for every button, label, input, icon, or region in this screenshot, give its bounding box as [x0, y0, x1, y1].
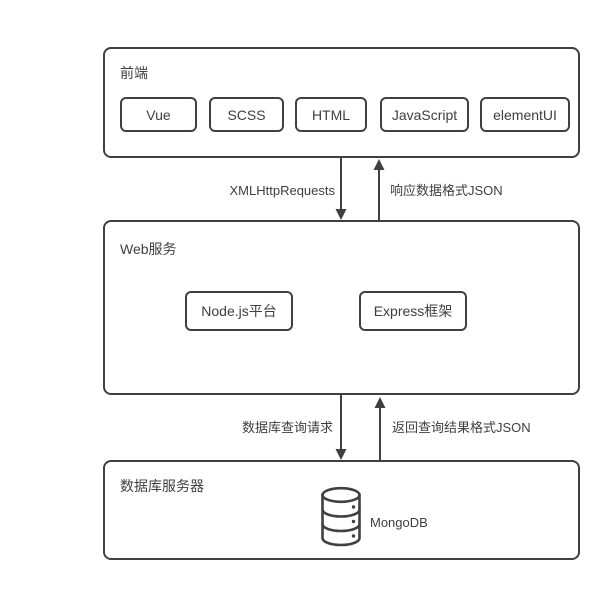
arrow-response-json-up	[373, 159, 385, 220]
arrow-label-response-json: 响应数据格式JSON	[390, 183, 503, 198]
web-service-tier-box: Web服务 Node.js平台 Express框架	[103, 220, 580, 395]
tech-box-vue-label: Vue	[146, 106, 171, 123]
database-cylinder-icon	[319, 486, 363, 548]
frontend-tier-title: 前端	[120, 65, 148, 81]
database-tier-box: 数据库服务器 MongoDB	[103, 460, 580, 560]
tech-box-javascript-label: JavaScript	[391, 106, 458, 123]
tech-box-scss-label: SCSS	[227, 106, 266, 123]
arrow-label-db-query: 数据库查询请求	[241, 420, 333, 435]
frontend-tier-box: 前端 Vue SCSS HTML JavaScript elementUI	[103, 47, 580, 158]
tech-box-express: Express框架	[359, 291, 467, 331]
tech-box-elementui-label: elementUI	[493, 106, 557, 123]
arrow-label-xmlhttprequests: XMLHttpRequests	[229, 183, 336, 198]
tech-box-nodejs-label: Node.js平台	[201, 303, 277, 319]
tech-box-html: HTML	[295, 97, 367, 132]
arrow-label-query-result-json: 返回查询结果格式JSON	[392, 420, 531, 435]
arrow-query-result-up	[374, 397, 386, 460]
arrow-db-query-down	[335, 395, 347, 460]
web-service-tier-title: Web服务	[120, 241, 177, 257]
tech-box-express-label: Express框架	[373, 303, 453, 319]
tech-box-vue: Vue	[120, 97, 197, 132]
tech-box-javascript: JavaScript	[380, 97, 469, 132]
tech-box-scss: SCSS	[209, 97, 284, 132]
mongodb-label: MongoDB	[370, 515, 428, 530]
tech-box-elementui: elementUI	[480, 97, 570, 132]
tech-box-nodejs: Node.js平台	[185, 291, 293, 331]
arrow-xmlhttprequests-down	[335, 158, 347, 220]
database-tier-title: 数据库服务器	[120, 478, 204, 494]
tech-box-html-label: HTML	[311, 106, 351, 123]
